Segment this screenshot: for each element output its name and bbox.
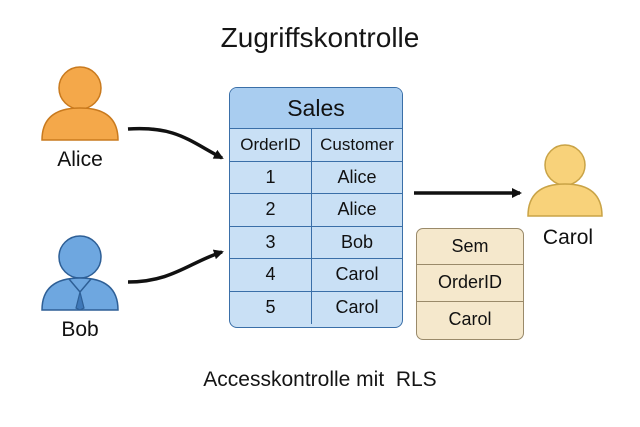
customer-cell: Carol: [335, 264, 379, 285]
alice-person-icon: [41, 66, 119, 141]
customer-cell: Alice: [337, 199, 377, 220]
sem-row-title: Sem: [417, 229, 523, 266]
sales-table-header-row: OrderID Customer: [230, 129, 402, 162]
diagram-caption: Accesskontrolle mit RLS: [203, 368, 437, 391]
sem-row-carol: Carol: [448, 309, 492, 330]
column-header-orderid: OrderID: [230, 129, 312, 161]
sales-table-title: Sales: [230, 88, 402, 129]
table-row: 3 Bob: [230, 226, 402, 259]
order-id-cell: 4: [230, 259, 312, 291]
order-id-cell: 2: [230, 194, 312, 226]
sem-row-orderid: OrderID: [417, 265, 523, 302]
table-row: 2 Alice: [230, 194, 402, 227]
order-id-cell: 5: [230, 291, 312, 324]
table-row: 5 Carol: [230, 291, 402, 324]
customer-cell: Bob: [340, 231, 374, 252]
bob-to-table-arrow: [127, 249, 224, 284]
bob-person-icon: [41, 235, 119, 311]
alice-label: Alice: [57, 148, 103, 171]
order-id-cell: 1: [230, 161, 312, 193]
alice-to-table-arrow: [127, 126, 224, 160]
customer-cell: Carol: [335, 297, 379, 318]
column-header-customer: Customer: [320, 134, 394, 154]
carol-person-icon: [527, 144, 603, 217]
order-id-cell: 3: [230, 226, 312, 258]
diagram-title: Zugriffskontrolle: [220, 22, 420, 53]
sem-box: Sem OrderID Carol: [416, 228, 524, 340]
customer-cell: Alice: [337, 166, 377, 187]
table-row: 1 Alice: [230, 161, 402, 194]
bob-label: Bob: [61, 318, 99, 341]
sales-table: Sales OrderID Customer 1 Alice 2 Alice 3…: [229, 87, 403, 328]
carol-label: Carol: [542, 226, 594, 249]
table-row: 4 Carol: [230, 259, 402, 292]
